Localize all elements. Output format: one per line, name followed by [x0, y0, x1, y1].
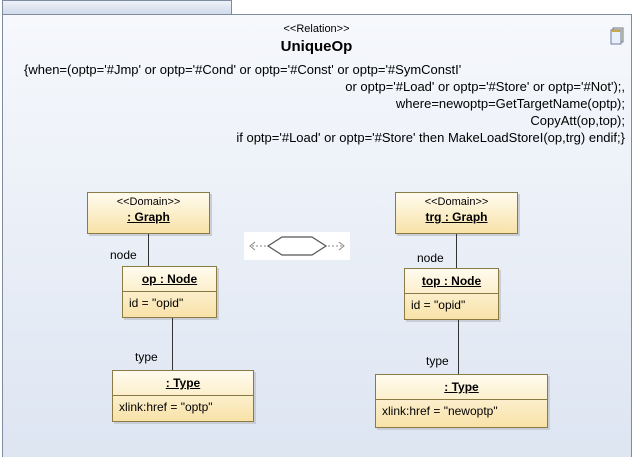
right-domain-title: trg : Graph	[425, 210, 488, 224]
right-node-connector	[456, 234, 457, 268]
relation-hexagon-icon[interactable]	[244, 232, 350, 260]
diagram-tab[interactable]	[2, 0, 232, 15]
left-domain-stereotype: <<Domain>>	[116, 196, 181, 208]
right-type-title: : Type	[444, 380, 479, 394]
condition-line: or optp='#Load' or optp='#Store' or optp…	[345, 79, 625, 94]
left-type-attr: xlink:href = "optp"	[119, 400, 213, 414]
left-node-title: op : Node	[141, 272, 198, 286]
right-type-box[interactable]: : Type xlink:href = "newoptp"	[375, 374, 548, 428]
right-type-label: type	[426, 354, 449, 368]
right-node-label: node	[417, 251, 444, 265]
right-type-connector	[458, 320, 459, 374]
right-domain-box[interactable]: <<Domain>> trg : Graph	[395, 192, 518, 234]
left-type-box[interactable]: : Type xlink:href = "optp"	[112, 370, 254, 422]
left-domain-box[interactable]: <<Domain>> : Graph	[87, 192, 210, 234]
document-icon[interactable]	[610, 27, 624, 45]
right-domain-stereotype: <<Domain>>	[424, 196, 489, 208]
left-type-connector	[172, 318, 173, 370]
right-node-title: top : Node	[421, 274, 482, 288]
condition-line: if optp='#Load' or optp='#Store' then Ma…	[236, 130, 625, 145]
right-node-box[interactable]: top : Node id = "opid"	[404, 268, 499, 320]
left-node-label: node	[110, 248, 137, 262]
left-type-title: : Type	[165, 376, 201, 390]
condition-line: CopyAtt(op,top);	[530, 113, 625, 128]
condition-line: where=newoptp=GetTargetName(optp);	[395, 96, 625, 111]
right-node-attr: id = "opid"	[411, 298, 466, 312]
left-type-label: type	[135, 350, 158, 364]
relation-stereotype: <<Relation>>	[283, 23, 350, 35]
left-domain-title: : Graph	[127, 210, 170, 224]
left-node-connector	[148, 234, 149, 266]
right-type-attr: xlink:href = "newoptp"	[382, 404, 498, 418]
condition-line: {when=(optp='#Jmp' or optp='#Cond' or op…	[24, 62, 462, 77]
left-node-box[interactable]: op : Node id = "opid"	[122, 266, 217, 318]
left-node-attr: id = "opid"	[129, 296, 184, 310]
relation-name: UniqueOp	[280, 38, 353, 55]
